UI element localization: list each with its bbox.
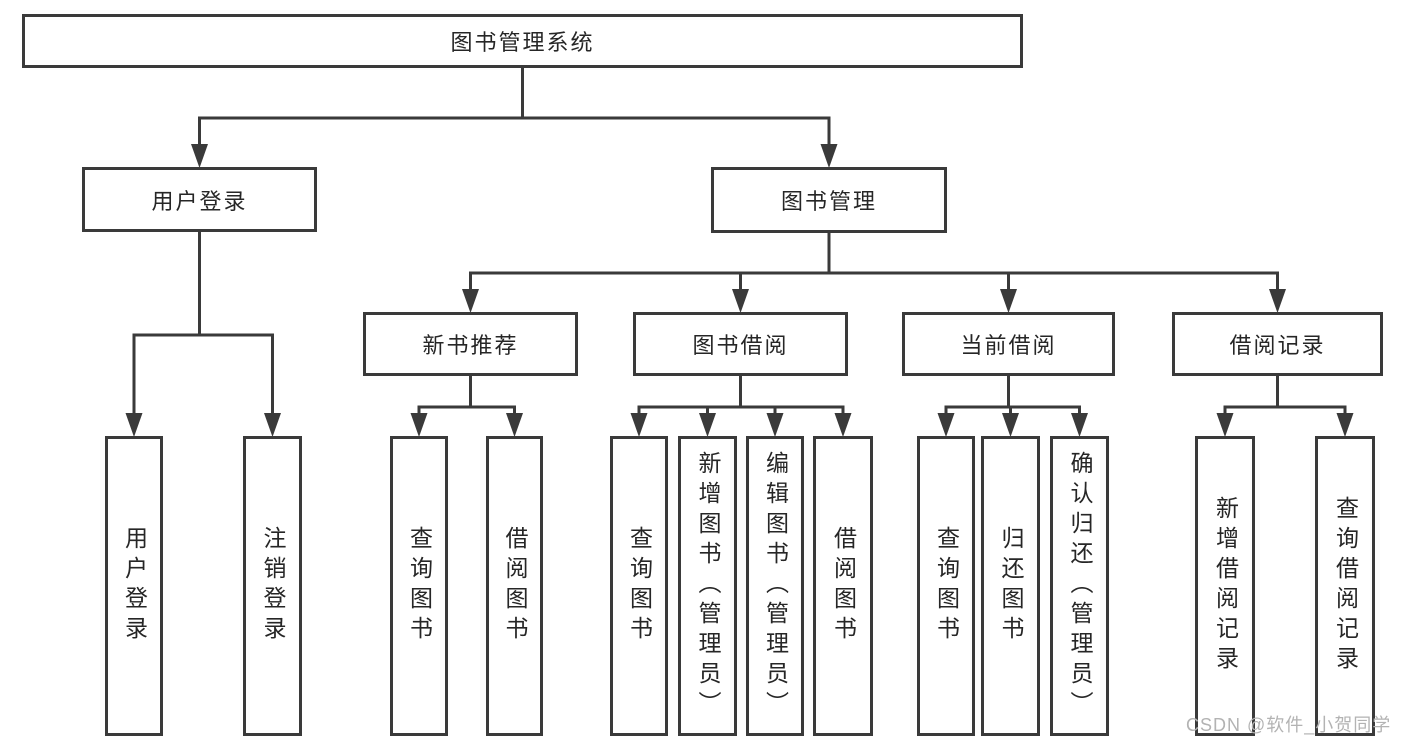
node-current-borrow: 当前借阅 — [902, 312, 1115, 376]
node-user-login: 用户登录 — [82, 167, 317, 232]
arrowhead-icon — [1002, 413, 1019, 437]
watermark: CSDN @软件_小贺同学 — [1186, 715, 1392, 735]
arrowhead-icon — [462, 289, 479, 313]
node-new-book-rec: 新书推荐 — [363, 312, 578, 376]
arrowhead-icon — [630, 413, 648, 437]
node-book-mgmt: 图书管理 — [711, 167, 947, 233]
node-leaf-query-books-new: 查询图书 — [390, 436, 448, 736]
node-leaf-user-login: 用户登录 — [105, 436, 163, 736]
arrowhead-icon — [410, 413, 428, 437]
node-book-borrow: 图书借阅 — [633, 312, 848, 376]
node-leaf-return-books: 归还图书 — [981, 436, 1040, 736]
node-leaf-confirm-return: 确认归还（管理员） — [1050, 436, 1109, 736]
arrowhead-icon — [264, 413, 281, 437]
node-leaf-query-books-cur: 查询图书 — [917, 436, 975, 736]
arrowhead-icon — [1071, 413, 1088, 437]
arrowhead-icon — [1000, 289, 1017, 313]
arrowhead-icon — [834, 413, 852, 437]
arrowhead-icon — [1269, 289, 1286, 313]
arrowhead-icon — [732, 289, 749, 313]
arrowhead-icon — [191, 144, 208, 168]
node-leaf-borrow-books: 借阅图书 — [813, 436, 873, 736]
arrowhead-icon — [766, 413, 784, 437]
arrowhead-icon — [937, 413, 955, 437]
node-leaf-query-borrow-rec: 查询借阅记录 — [1315, 436, 1375, 736]
arrowhead-icon — [506, 413, 523, 437]
node-leaf-query-books-borrow: 查询图书 — [610, 436, 668, 736]
node-root: 图书管理系统 — [22, 14, 1023, 68]
arrowhead-icon — [125, 413, 143, 437]
arrowhead-icon — [820, 144, 838, 168]
node-leaf-logout: 注销登录 — [243, 436, 302, 736]
node-borrow-records: 借阅记录 — [1172, 312, 1383, 376]
arrowhead-icon — [1336, 413, 1354, 437]
node-leaf-borrow-books-new: 借阅图书 — [486, 436, 543, 736]
arrowhead-icon — [699, 413, 716, 437]
node-leaf-add-borrow-rec: 新增借阅记录 — [1195, 436, 1255, 736]
node-leaf-edit-books: 编辑图书（管理员） — [746, 436, 804, 736]
arrowhead-icon — [1216, 413, 1234, 437]
node-leaf-add-books: 新增图书（管理员） — [678, 436, 737, 736]
